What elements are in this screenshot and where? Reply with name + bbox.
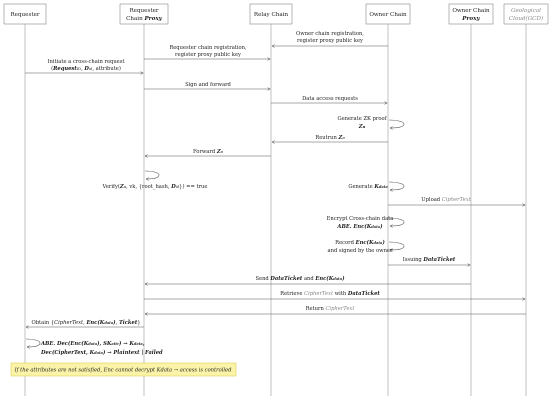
message-label: Initiate a cross-chain request (47, 59, 125, 65)
message-label: Owner chain registration, (296, 31, 364, 37)
messages: Owner chain registration, register proxy… (25, 31, 526, 356)
participant-owner-chain: Owner Chain (365, 3, 411, 25)
message-label: Send DataTicket and Enc(Kdata) (255, 275, 345, 282)
participant-owner-proxy: Owner Chain Proxy (448, 3, 494, 25)
lifelines (24, 24, 527, 396)
message-label: Record Enc(Kdata) (335, 239, 385, 246)
message-label: Dec(CipherText, Kdata) → Plaintext | Fai… (40, 349, 163, 356)
message-label: Encrypt Cross-chain data (327, 216, 394, 222)
message-label: register proxy public key (297, 38, 363, 44)
message-label: and signed by the owner (328, 248, 393, 254)
message-label: Zπ (358, 124, 366, 130)
message-label: Data access requests (302, 96, 358, 102)
message-label: (RequestID, Did, attribute) (51, 65, 121, 72)
message-label: Issuing DataTicket (403, 257, 456, 263)
participant-requester-proxy: Requester Chain Proxy (119, 3, 169, 25)
participant-label-2: Cloud(GCD) (509, 15, 543, 22)
participant-requester: Requester (3, 3, 47, 25)
note-box: If the attributes are not satisfied, Enc… (10, 362, 237, 377)
message-label: ABE. Dec(Enc(Kdata), SKattr) → Kdata, (40, 340, 145, 347)
message-label: Generate Kdata (348, 184, 388, 190)
participant-label: Requester (10, 12, 39, 18)
message-label: Requester chain registration, (169, 45, 247, 51)
self-message-arrow (25, 338, 41, 347)
participant-relay-chain: Relay Chain (249, 3, 293, 25)
message-label: Forward Zπ (193, 149, 224, 155)
participant-label: Owner Chain (452, 8, 490, 14)
participant-geological-cloud: Geological Cloud(GCD) (503, 3, 549, 25)
participant-label-2: Proxy (461, 16, 480, 22)
participant-label: Relay Chain (254, 12, 289, 18)
message-label: Upload CipherText (421, 197, 471, 203)
message-label: ABE. Enc(Kdata) (336, 223, 383, 230)
participant-label: Geological (511, 8, 541, 14)
participant-label-2: Chain Proxy (126, 16, 163, 22)
message-label: Sign and forward (185, 82, 231, 88)
self-message-arrow (388, 217, 405, 226)
message-label: Return CipherText (306, 306, 356, 312)
participant-label: Owner Chain (369, 12, 407, 18)
message-label: Generate ZK proof (337, 116, 387, 122)
self-message-arrow (388, 241, 405, 250)
note-text: If the attributes are not satisfied, Enc… (14, 368, 233, 374)
message-label: register proxy public key (175, 52, 241, 58)
self-message-arrow (388, 119, 405, 128)
participant-headers: Requester Requester Chain Proxy Relay Ch… (3, 3, 549, 25)
self-message-arrow (388, 181, 405, 190)
message-label: Obtain {CipherText, Enc(Kdata), Ticket} (31, 319, 140, 326)
participant-label: Requester (129, 8, 158, 14)
message-label: Reutrun Zπ (315, 135, 345, 141)
message-label: Retrieve CipherText with DataTicket (280, 291, 380, 297)
self-message-arrow (144, 170, 160, 179)
message-label: Verify(Zπ, vk, {root_hash, Did}) == true (102, 183, 208, 190)
